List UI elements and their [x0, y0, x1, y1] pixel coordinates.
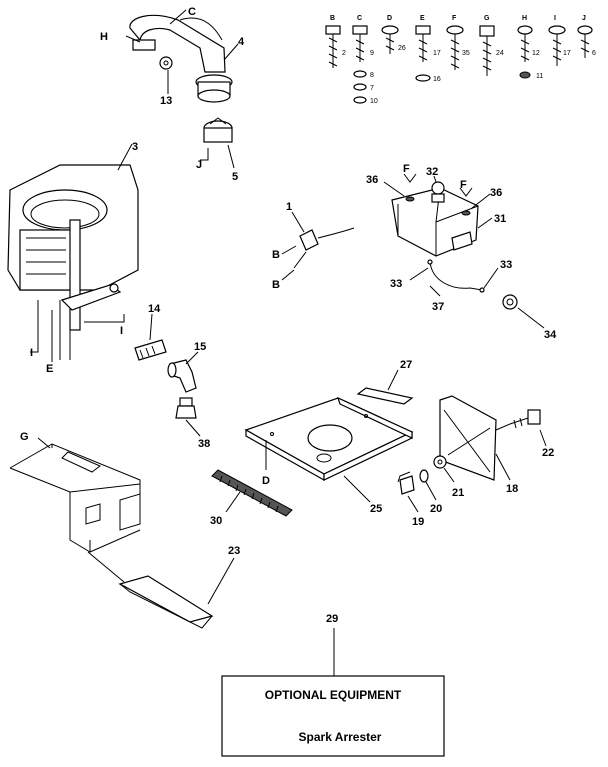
cap-part-32: [431, 181, 445, 203]
optional-equipment-subtitle: Spark Arrester: [299, 730, 382, 744]
callout-21: 21: [452, 487, 464, 499]
callout-36-left: 36: [366, 174, 378, 186]
callout-33-right: 33: [500, 259, 512, 271]
clamp-part-13: [132, 39, 173, 70]
letter-i-left: I: [30, 347, 33, 359]
letter-b-1: B: [272, 249, 280, 261]
letter-g: G: [20, 431, 29, 443]
callout-36-right: 36: [490, 187, 502, 199]
callout-14: 14: [148, 303, 161, 315]
hw-num-24: 24: [496, 50, 504, 57]
hw-washer-10: 10: [370, 98, 378, 105]
bolt-part-22: [495, 409, 541, 431]
plug-part-38: [175, 397, 197, 419]
engine-part-3: [7, 164, 139, 360]
chassis-frame: [9, 443, 141, 553]
callout-27: 27: [400, 359, 412, 371]
screw-36-left: [403, 173, 417, 202]
callout-13: 13: [160, 95, 172, 107]
letter-f-1: F: [403, 163, 410, 175]
spring-part-30: [211, 469, 293, 517]
hw-washer-11: 11: [536, 73, 543, 80]
callout-34: 34: [544, 329, 557, 341]
letter-h: H: [100, 31, 108, 43]
hw-washer-8: 8: [370, 72, 374, 79]
hw-num-12: 12: [532, 50, 540, 57]
exhaust-pipe-part-4: [129, 14, 233, 103]
callout-31: 31: [494, 213, 506, 225]
letter-i-mid: I: [120, 325, 123, 337]
callout-15: 15: [194, 341, 206, 353]
callout-23: 23: [228, 545, 240, 557]
hw-head-h: H: [522, 15, 527, 22]
callout-18: 18: [506, 483, 518, 495]
guard-part-23: [87, 551, 214, 629]
callout-20: 20: [430, 503, 442, 515]
callout-19: 19: [412, 516, 424, 528]
gasket-part-5: [203, 117, 233, 143]
hw-head-e: E: [420, 15, 425, 22]
callout-37: 37: [432, 301, 444, 313]
plate-part-25: [244, 396, 414, 482]
callout-22: 22: [542, 447, 554, 459]
hw-head-f: F: [452, 15, 457, 22]
clip-part-19: [397, 471, 415, 495]
hw-num-6: 6: [592, 50, 596, 57]
hw-head-d: D: [387, 15, 392, 22]
hw-num-17: 17: [433, 50, 441, 57]
bracket-part-18: [439, 395, 497, 481]
hw-num-26: 26: [398, 45, 406, 52]
hw-num-35: 35: [462, 50, 470, 57]
callout-25: 25: [370, 503, 382, 515]
callout-4: 4: [238, 36, 245, 48]
callout-33-left: 33: [390, 278, 402, 290]
letter-c: C: [188, 6, 196, 18]
hardware-row: B 2 C 9 8 7 10 D 26 E 17 16 F 35: [325, 15, 596, 105]
wire-part-37: [427, 259, 485, 293]
hw-num-17b: 17: [563, 50, 571, 57]
letter-d-plate: D: [262, 475, 270, 487]
hw-head-g: G: [484, 15, 490, 22]
hw-head-b: B: [330, 15, 335, 22]
pipe-nipple-part-14: [134, 339, 167, 361]
callout-29: 29: [326, 613, 338, 625]
optional-equipment-title: OPTIONAL EQUIPMENT: [265, 688, 402, 702]
hw-washer-7: 7: [370, 85, 374, 92]
callout-38: 38: [198, 438, 210, 450]
nut-part-21: [433, 455, 447, 469]
hw-num-9: 9: [370, 50, 374, 57]
washer-part-20: [419, 469, 429, 483]
callout-32: 32: [426, 166, 438, 178]
cable-part-1: [293, 227, 355, 269]
callout-1: 1: [286, 201, 292, 213]
screw-36-right: [459, 187, 473, 216]
hw-num-2: 2: [342, 50, 346, 57]
nut-part-34: [502, 294, 518, 310]
hw-head-i: I: [554, 15, 556, 22]
hw-head-j: J: [582, 15, 586, 22]
callout-5: 5: [232, 171, 238, 183]
muffler-part-31: [391, 187, 479, 257]
callout-30: 30: [210, 515, 222, 527]
letter-e-left: E: [46, 363, 53, 375]
hw-washer-16: 16: [433, 76, 441, 83]
letter-j: J: [196, 159, 202, 171]
letter-b-2: B: [272, 279, 280, 291]
callout-3: 3: [132, 141, 138, 153]
hw-head-c: C: [357, 15, 362, 22]
optional-equipment-box: [221, 675, 445, 757]
elbow-part-15: [167, 359, 197, 393]
strip-part-27: [356, 387, 414, 405]
letter-f-2: F: [460, 179, 467, 191]
